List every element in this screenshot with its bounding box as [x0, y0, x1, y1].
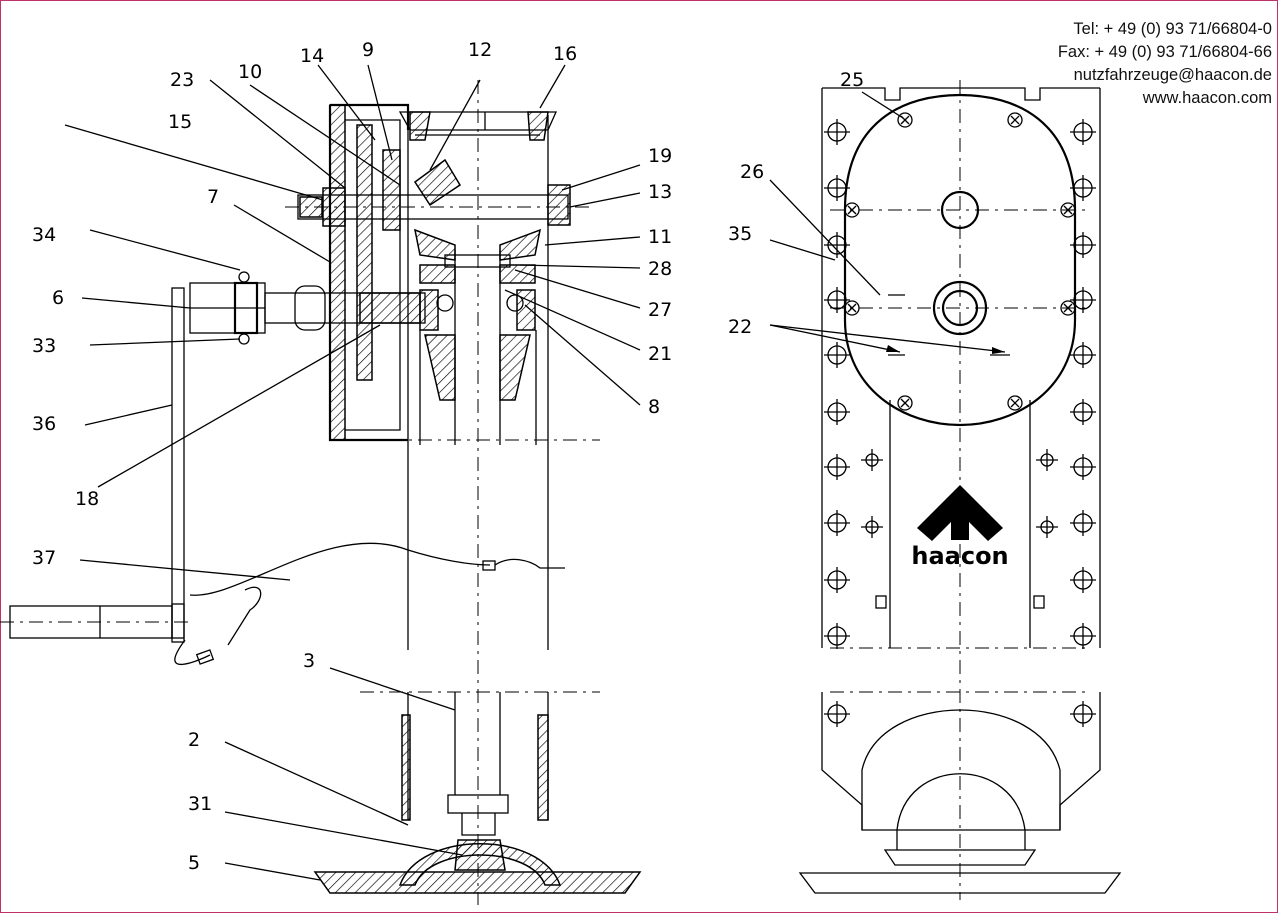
label-14: 14 — [300, 45, 324, 67]
label-33: 33 — [32, 335, 56, 357]
contact-fax: Fax: + 49 (0) 93 71/66804-66 — [1057, 43, 1272, 61]
label-37: 37 — [32, 547, 56, 569]
hole — [824, 175, 850, 201]
label-27: 27 — [648, 299, 672, 321]
hole — [1070, 623, 1096, 649]
hole — [1036, 516, 1058, 538]
label-15: 15 — [168, 111, 192, 133]
screw — [1060, 300, 1076, 316]
label-3: 3 — [303, 650, 315, 672]
mounting-holes — [824, 112, 1096, 727]
label-9: 9 — [362, 39, 374, 61]
screw — [1060, 202, 1076, 218]
hole — [824, 701, 850, 727]
screw — [844, 300, 860, 316]
hole — [824, 454, 850, 480]
label-34: 34 — [32, 224, 56, 246]
label-21: 21 — [648, 343, 672, 365]
label-8: 8 — [648, 396, 660, 418]
screw — [844, 202, 860, 218]
left-leaders — [64, 64, 641, 881]
label-6: 6 — [52, 287, 64, 309]
hole — [824, 399, 850, 425]
contact-block: Tel: + 49 (0) 93 71/66804-0 Fax: + 49 (0… — [1058, 18, 1272, 110]
label-18: 18 — [75, 488, 99, 510]
hole — [1070, 399, 1096, 425]
label-25: 25 — [840, 69, 864, 91]
hole — [1070, 175, 1096, 201]
label-2: 2 — [188, 729, 200, 751]
label-26: 26 — [740, 161, 764, 183]
hole — [1070, 287, 1096, 313]
label-12: 12 — [468, 39, 492, 61]
label-7: 7 — [207, 186, 219, 208]
hole — [824, 119, 850, 145]
hole — [1070, 510, 1096, 536]
label-22: 22 — [728, 316, 752, 338]
label-11: 11 — [648, 226, 672, 248]
label-13: 13 — [648, 181, 672, 203]
label-31: 31 — [188, 793, 212, 815]
logo-mark — [917, 485, 1003, 541]
hole — [1070, 342, 1096, 368]
screw — [1007, 395, 1023, 411]
hole — [1070, 119, 1096, 145]
part-labels-left: 34 6 33 36 37 18 23 15 7 10 14 9 12 16 1… — [32, 39, 672, 874]
hole — [824, 623, 850, 649]
label-19: 19 — [648, 145, 672, 167]
contact-tel: Tel: + 49 (0) 93 71/66804-0 — [1073, 20, 1272, 38]
hole — [861, 516, 883, 538]
label-10: 10 — [238, 61, 262, 83]
label-36: 36 — [32, 413, 56, 435]
contact-web: www.haacon.com — [1142, 89, 1272, 107]
hole — [824, 342, 850, 368]
part-labels-right: 25 26 35 22 — [728, 69, 864, 338]
label-23: 23 — [170, 69, 194, 91]
hole — [824, 287, 850, 313]
label-5: 5 — [188, 852, 200, 874]
right-leaders — [769, 91, 1006, 354]
hole — [824, 232, 850, 258]
screw — [897, 112, 913, 128]
label-28: 28 — [648, 258, 672, 280]
haacon-logo: haacon — [911, 485, 1009, 570]
section-view — [0, 80, 642, 905]
contact-email: nutzfahrzeuge@haacon.de — [1073, 66, 1272, 84]
hole — [1070, 701, 1096, 727]
hole — [861, 449, 883, 471]
hole — [1036, 449, 1058, 471]
screw — [897, 395, 913, 411]
hole — [1070, 232, 1096, 258]
screw — [1007, 112, 1023, 128]
label-35: 35 — [728, 223, 752, 245]
hole — [824, 567, 850, 593]
logo-text: haacon — [911, 542, 1008, 570]
hole — [1070, 454, 1096, 480]
hole — [824, 510, 850, 536]
hole — [1070, 567, 1096, 593]
label-16: 16 — [553, 43, 577, 65]
